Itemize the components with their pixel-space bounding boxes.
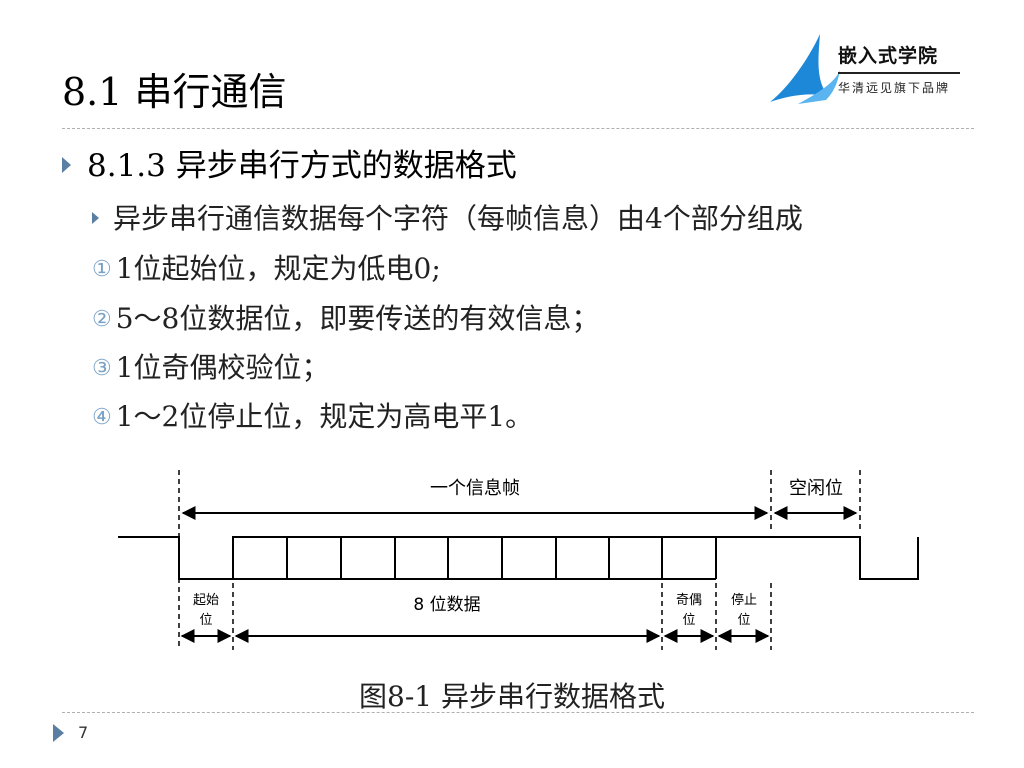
footer-triangle-icon bbox=[53, 724, 64, 742]
logo-subtitle: 华清远见旗下品牌 bbox=[838, 81, 951, 95]
figure-caption: 图8-1 异步串行数据格式 bbox=[359, 680, 665, 713]
intro-line: 异步串行通信数据每个字符（每帧信息）由4个部分组成 bbox=[92, 200, 803, 238]
item-number: ④ bbox=[92, 405, 112, 430]
item-text: 1～2位停止位，规定为高电平1。 bbox=[115, 400, 534, 433]
bullet-triangle-icon bbox=[62, 156, 71, 173]
item-number: ① bbox=[92, 257, 112, 282]
start-label-line2: 位 bbox=[199, 613, 212, 628]
frame-label: 一个信息帧 bbox=[430, 478, 520, 499]
data-label: 8 位数据 bbox=[413, 595, 480, 615]
logo-mark-icon bbox=[770, 34, 840, 104]
item-text: 1位奇偶校验位； bbox=[115, 351, 330, 384]
intro-text: 异步串行通信数据每个字符（每帧信息）由4个部分组成 bbox=[113, 202, 803, 235]
parity-label-line2: 位 bbox=[682, 613, 695, 628]
logo-name: 嵌入式学院 bbox=[838, 45, 939, 67]
item-number: ③ bbox=[92, 356, 112, 381]
signal-waveform bbox=[118, 536, 919, 580]
start-label-line1: 起始 bbox=[193, 593, 219, 608]
stop-label-line2: 位 bbox=[737, 613, 750, 628]
parity-label-line1: 奇偶 bbox=[676, 592, 702, 608]
item-text: 1位起始位，规定为低电0; bbox=[115, 252, 441, 285]
item-text: 5～8位数据位，即要传送的有效信息； bbox=[115, 302, 600, 335]
bullet-triangle-icon bbox=[92, 211, 99, 224]
idle-label: 空闲位 bbox=[789, 478, 843, 499]
slide-title: 8.1 串行通信 bbox=[62, 70, 287, 114]
item-number: ② bbox=[92, 307, 112, 332]
section-heading: 8.1.3 异步串行方式的数据格式 bbox=[62, 146, 517, 186]
header-divider bbox=[62, 128, 974, 129]
page-number: 7 bbox=[78, 723, 89, 742]
stop-label-line1: 停止 bbox=[731, 592, 757, 608]
footer-divider bbox=[62, 712, 974, 713]
heading-text: 8.1.3 异步串行方式的数据格式 bbox=[87, 148, 517, 184]
